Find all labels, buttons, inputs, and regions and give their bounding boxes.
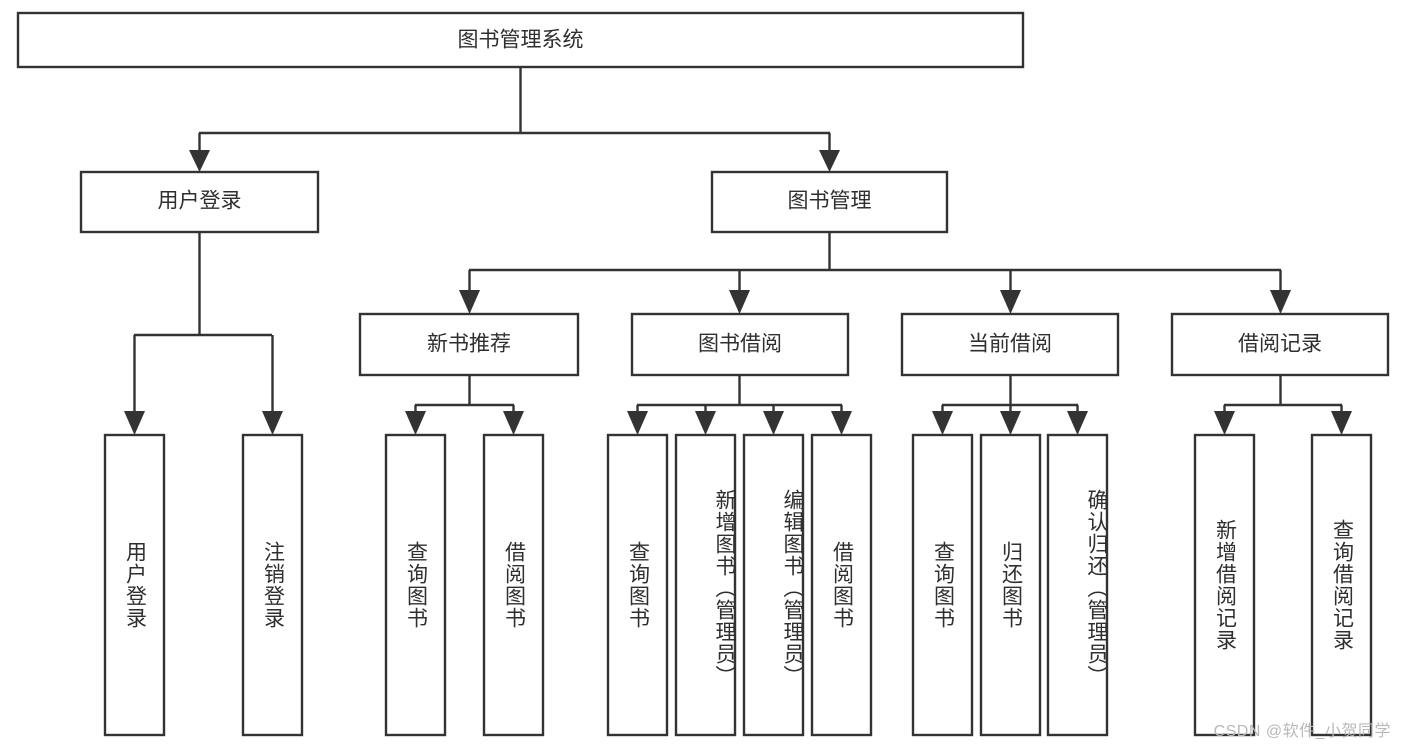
- arrow-head-leaf-edit-book: [763, 411, 784, 435]
- leaf-box-borrow-book-a[interactable]: [482, 433, 545, 737]
- node-new-book-recommend[interactable]: [358, 312, 580, 377]
- arrow-head-current-borrow: [1000, 290, 1021, 314]
- csdn-watermark: CSDN @软件_小贺同学: [1213, 723, 1391, 740]
- leaf-box-add-book[interactable]: [674, 433, 737, 737]
- leaf-box-borrow-book-b[interactable]: [810, 433, 873, 737]
- leaf-box-user-login[interactable]: [103, 433, 166, 737]
- leaf-box-query-record[interactable]: [1310, 433, 1373, 737]
- leaf-box-confirm-return[interactable]: [1046, 433, 1109, 737]
- arrow-head-leaf-add-book: [695, 411, 716, 435]
- leaf-box-logout[interactable]: [241, 433, 304, 737]
- node-borrow-record-label: 借阅记录: [1238, 333, 1322, 356]
- arrow-head-leaf-logout: [262, 411, 283, 435]
- arrow-head-leaf-user-login: [124, 411, 145, 435]
- node-book-manage-label: 图书管理: [788, 190, 872, 213]
- node-new-book-recommend-label: 新书推荐: [427, 333, 511, 356]
- leaf-box-query-book-b[interactable]: [606, 433, 669, 737]
- node-book-borrow-label: 图书借阅: [698, 333, 782, 356]
- arrow-head-borrow-record: [1270, 290, 1291, 314]
- arrow-head-leaf-query-book-a: [405, 411, 426, 435]
- node-root[interactable]: [16, 11, 1025, 69]
- node-user-login-label: 用户登录: [158, 190, 242, 213]
- node-user-login[interactable]: [79, 170, 320, 234]
- node-borrow-record[interactable]: [1170, 312, 1390, 377]
- arrow-head-book-borrow: [729, 290, 750, 314]
- arrow-head-leaf-query-book-b: [627, 411, 648, 435]
- arrow-head-user-login: [189, 150, 210, 172]
- node-root-label: 图书管理系统: [458, 29, 584, 52]
- arrow-head-leaf-return-book: [1000, 411, 1021, 435]
- leaf-box-query-book-a[interactable]: [384, 433, 447, 737]
- arrow-head-leaf-query-book-c: [932, 411, 953, 435]
- node-current-borrow-label: 当前借阅: [968, 333, 1052, 356]
- leaf-box-add-record[interactable]: [1193, 433, 1256, 737]
- leaf-box-edit-book[interactable]: [742, 433, 805, 737]
- node-current-borrow[interactable]: [900, 312, 1120, 377]
- arrow-head-new-book-recommend: [459, 290, 480, 314]
- leaf-box-query-book-c[interactable]: [911, 433, 974, 737]
- arrow-head-leaf-confirm-return: [1067, 411, 1088, 435]
- arrow-head-leaf-borrow-book-b: [831, 411, 852, 435]
- node-book-borrow[interactable]: [630, 312, 850, 377]
- arrow-head-book-manage: [819, 150, 840, 172]
- node-layer: 图书管理系统 用户登录 图书管理 新书推荐 图书借阅 当前借阅 借阅记录: [16, 11, 1390, 737]
- node-book-manage[interactable]: [710, 170, 949, 234]
- arrow-head-leaf-query-record: [1331, 411, 1352, 435]
- arrow-head-leaf-borrow-book-a: [503, 411, 524, 435]
- leaf-box-return-book[interactable]: [979, 433, 1042, 737]
- arrow-head-leaf-add-record: [1214, 411, 1235, 435]
- connector-layer: [124, 67, 1352, 435]
